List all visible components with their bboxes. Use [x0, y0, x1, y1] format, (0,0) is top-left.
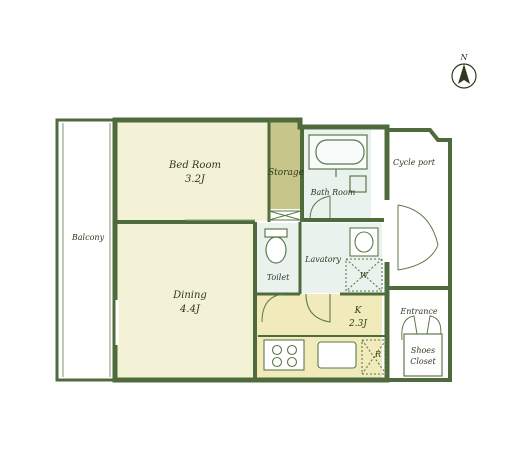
- bathroom-label: Bath Room: [310, 188, 356, 197]
- kitchen-size: 2.3J: [348, 319, 368, 329]
- dining-floor: [117, 223, 253, 379]
- lavatory-label: Lavatory: [304, 255, 341, 264]
- north-arrow-icon: [458, 64, 470, 84]
- toilet-fixture: [264, 228, 288, 264]
- dining-label: Dining: [172, 290, 207, 301]
- dining-size: 4.4J: [179, 304, 201, 315]
- balcony: [55, 118, 117, 382]
- balcony-label: Balcony: [71, 233, 105, 242]
- cycle-port-label: Cycle port: [393, 158, 436, 167]
- bathroom-door: [309, 195, 331, 220]
- washer-mark: W: [360, 271, 369, 280]
- fridge-space: [361, 339, 387, 375]
- cycle-port-doors: [397, 204, 439, 271]
- entrance-label: Entrance: [399, 307, 437, 316]
- compass-label: N: [460, 53, 469, 62]
- shoes-closet-label-line2: Closet: [410, 357, 436, 366]
- bedroom-label: Bed Room: [168, 160, 221, 171]
- bathtub: [308, 134, 368, 193]
- kitchen-fixtures: [263, 339, 387, 375]
- bedroom-door: [185, 210, 302, 221]
- shoes-closet-label-line1: Shoes: [411, 346, 435, 355]
- toilet-door: [261, 293, 285, 323]
- washer-space: [345, 258, 383, 292]
- walls: [112, 117, 452, 383]
- bedroom-size: 3.2J: [185, 174, 206, 185]
- toilet-label: Toilet: [267, 273, 290, 282]
- kitchen-label: K: [354, 306, 363, 316]
- storage-label: Storage: [268, 168, 304, 178]
- lavatory-fixtures: [305, 227, 383, 323]
- north-compass: N: [451, 53, 477, 89]
- shoes-closet: [403, 333, 443, 377]
- cycle-port-floor: [389, 140, 437, 288]
- bedroom-floor: [117, 122, 269, 221]
- fridge-mark: R: [374, 350, 381, 359]
- storage-floor: [270, 122, 302, 209]
